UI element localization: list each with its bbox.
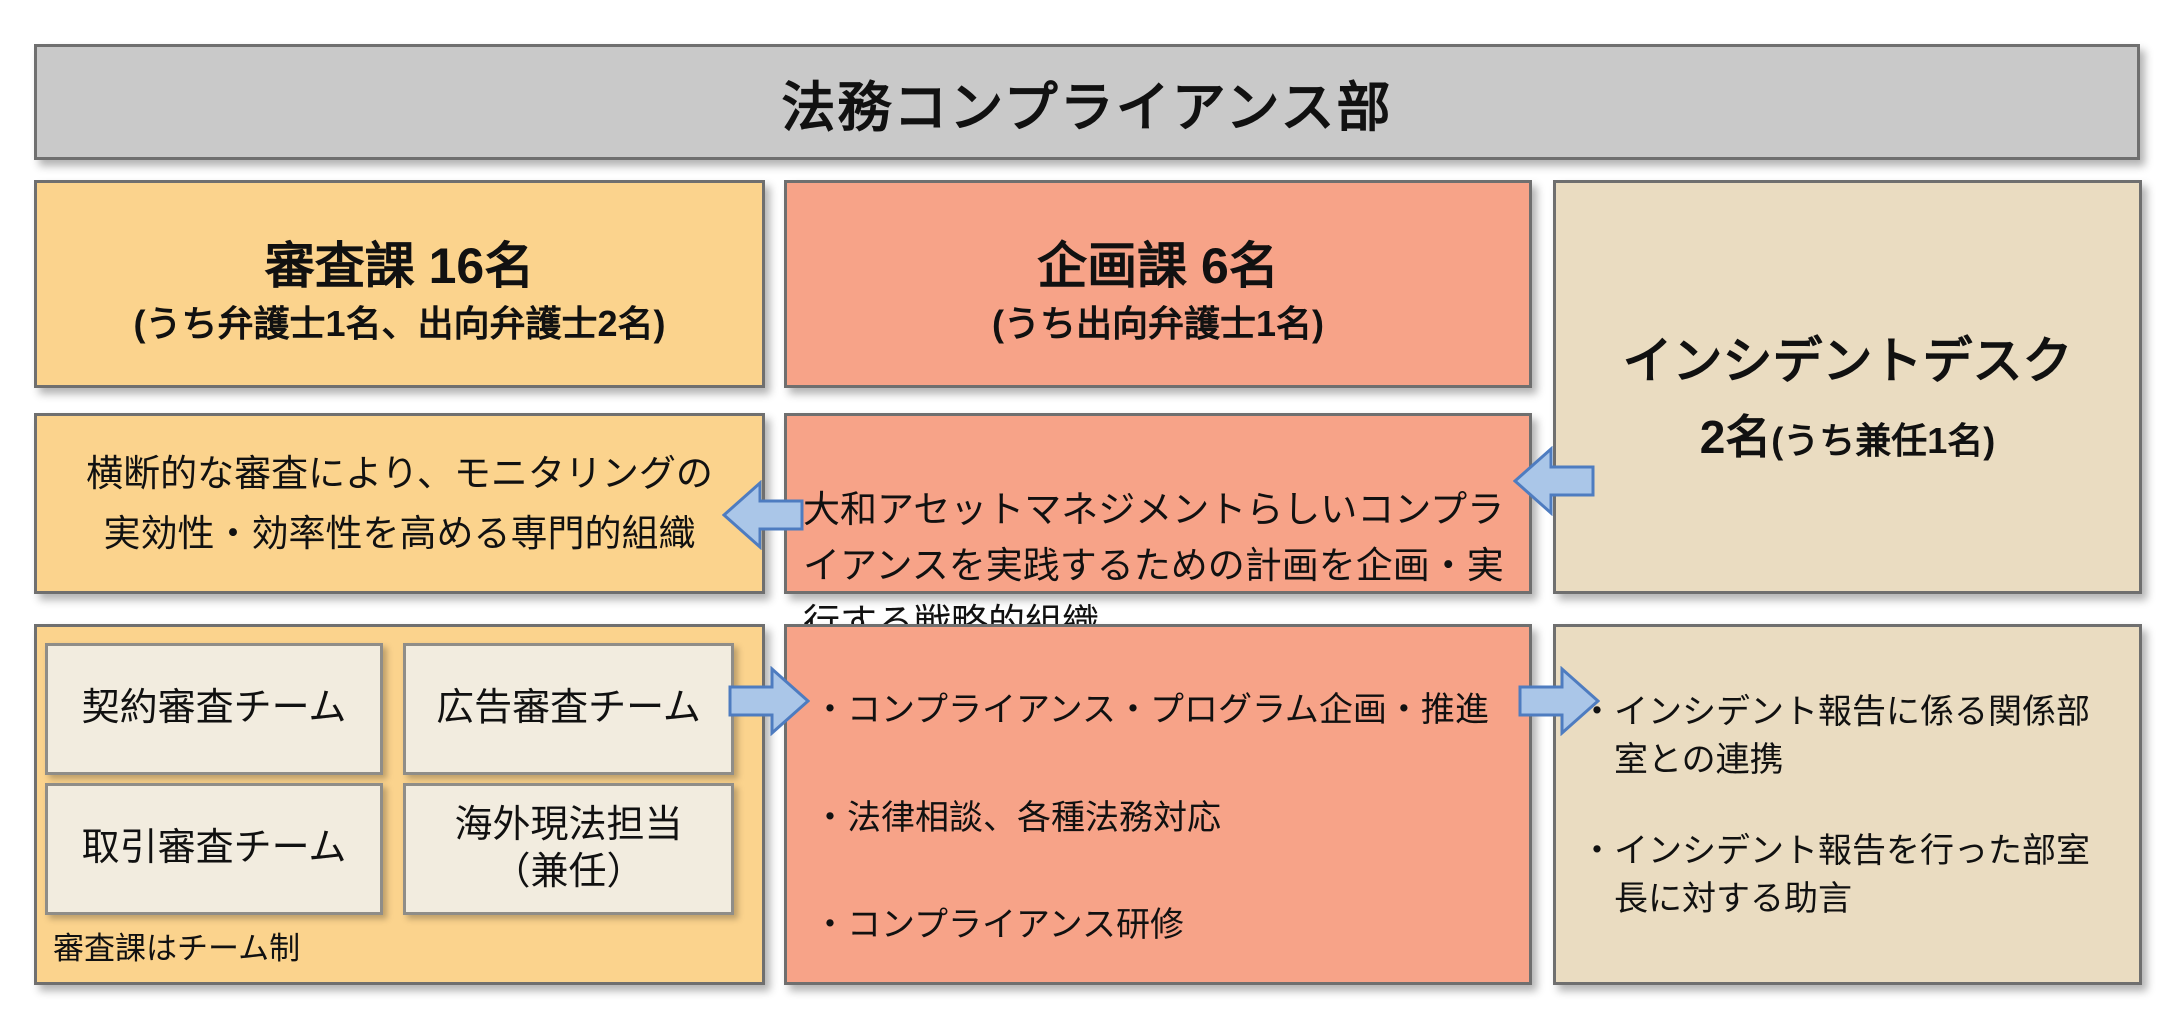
incident-desk-count-note: (うち兼任1名) [1771,419,1996,461]
incident-desk-count: 2名 [1699,410,1772,463]
incident-desk-title: インシデントデスク [1622,332,2073,389]
planning-section-subtitle: (うち出向弁護士1名) [992,302,1324,344]
team-ad-review: 広告審査チーム [403,643,734,775]
planning-task-item: ・コンプライアンス研修 [813,906,1184,945]
review-section-title: 審査課 16名 [264,237,535,294]
team-overseas-local-law: 海外現法担当 （兼任） [403,783,734,915]
planning-task-item: ・コンプライアンス・プログラム企画・推進 [813,691,1489,729]
incident-task-item: ・インシデント報告を行った部室 長に対する助言 [1580,832,2090,918]
incident-desk-count-line: 2名(うち兼任1名) [1700,401,1996,467]
planning-task-item: ・法律相談、各種法務対応 [813,798,1221,837]
planning-section-title: 企画課 6名 [1037,237,1279,294]
planning-tasks-box: ・コンプライアンス・プログラム企画・推進 ・法律相談、各種法務対応 ・コンプライ… [784,624,1532,985]
planning-section-desc-box: 大和アセットマネジメントらしいコンプラ イアンスを実践するための計画を企画・実 … [784,413,1532,643]
incident-task-item: ・インシデント報告に係る関係部 室との連携 [1580,693,2090,779]
review-section-description: 横断的な審査により、モニタリングの 実効性・効率性を高める専門的組織 [86,453,713,554]
planning-task-list: ・コンプライアンス・プログラム企画・推進 ・法律相談、各種法務対応 ・コンプライ… [787,627,1529,950]
block-arrow-left-icon [1513,446,1595,516]
review-teams-note: 審査課はチーム制 [53,931,301,966]
incident-tasks-box: ・インシデント報告に係る関係部 室との連携 ・インシデント報告を行った部室 長に… [1553,624,2142,985]
department-header-box: 法務コンプライアンス部 [34,44,2140,160]
team-transaction-review: 取引審査チーム [45,783,383,915]
review-section-desc-box: 横断的な審査により、モニタリングの 実効性・効率性を高める専門的組織 [34,413,765,594]
incident-desk-box: インシデントデスク 2名(うち兼任1名) [1553,180,2142,594]
review-section-subtitle: (うち弁護士1名、出向弁護士2名) [133,302,666,344]
planning-section-header-box: 企画課 6名 (うち出向弁護士1名) [784,180,1532,388]
incident-task-list: ・インシデント報告に係る関係部 室との連携 ・インシデント報告を行った部室 長に… [1556,627,2139,923]
department-title: 法務コンプライアンス部 [781,77,1393,138]
block-arrow-right-icon [728,666,810,736]
planning-section-description: 大和アセットマネジメントらしいコンプラ イアンスを実践するための計画を企画・実 … [803,489,1505,643]
review-section-header-box: 審査課 16名 (うち弁護士1名、出向弁護士2名) [34,180,765,388]
block-arrow-right-icon [1518,666,1600,736]
team-contract-review: 契約審査チーム [45,643,383,775]
block-arrow-left-icon [722,480,804,550]
review-teams-box: 契約審査チーム 広告審査チーム 取引審査チーム 海外現法担当 （兼任） 審査課は… [34,624,765,985]
